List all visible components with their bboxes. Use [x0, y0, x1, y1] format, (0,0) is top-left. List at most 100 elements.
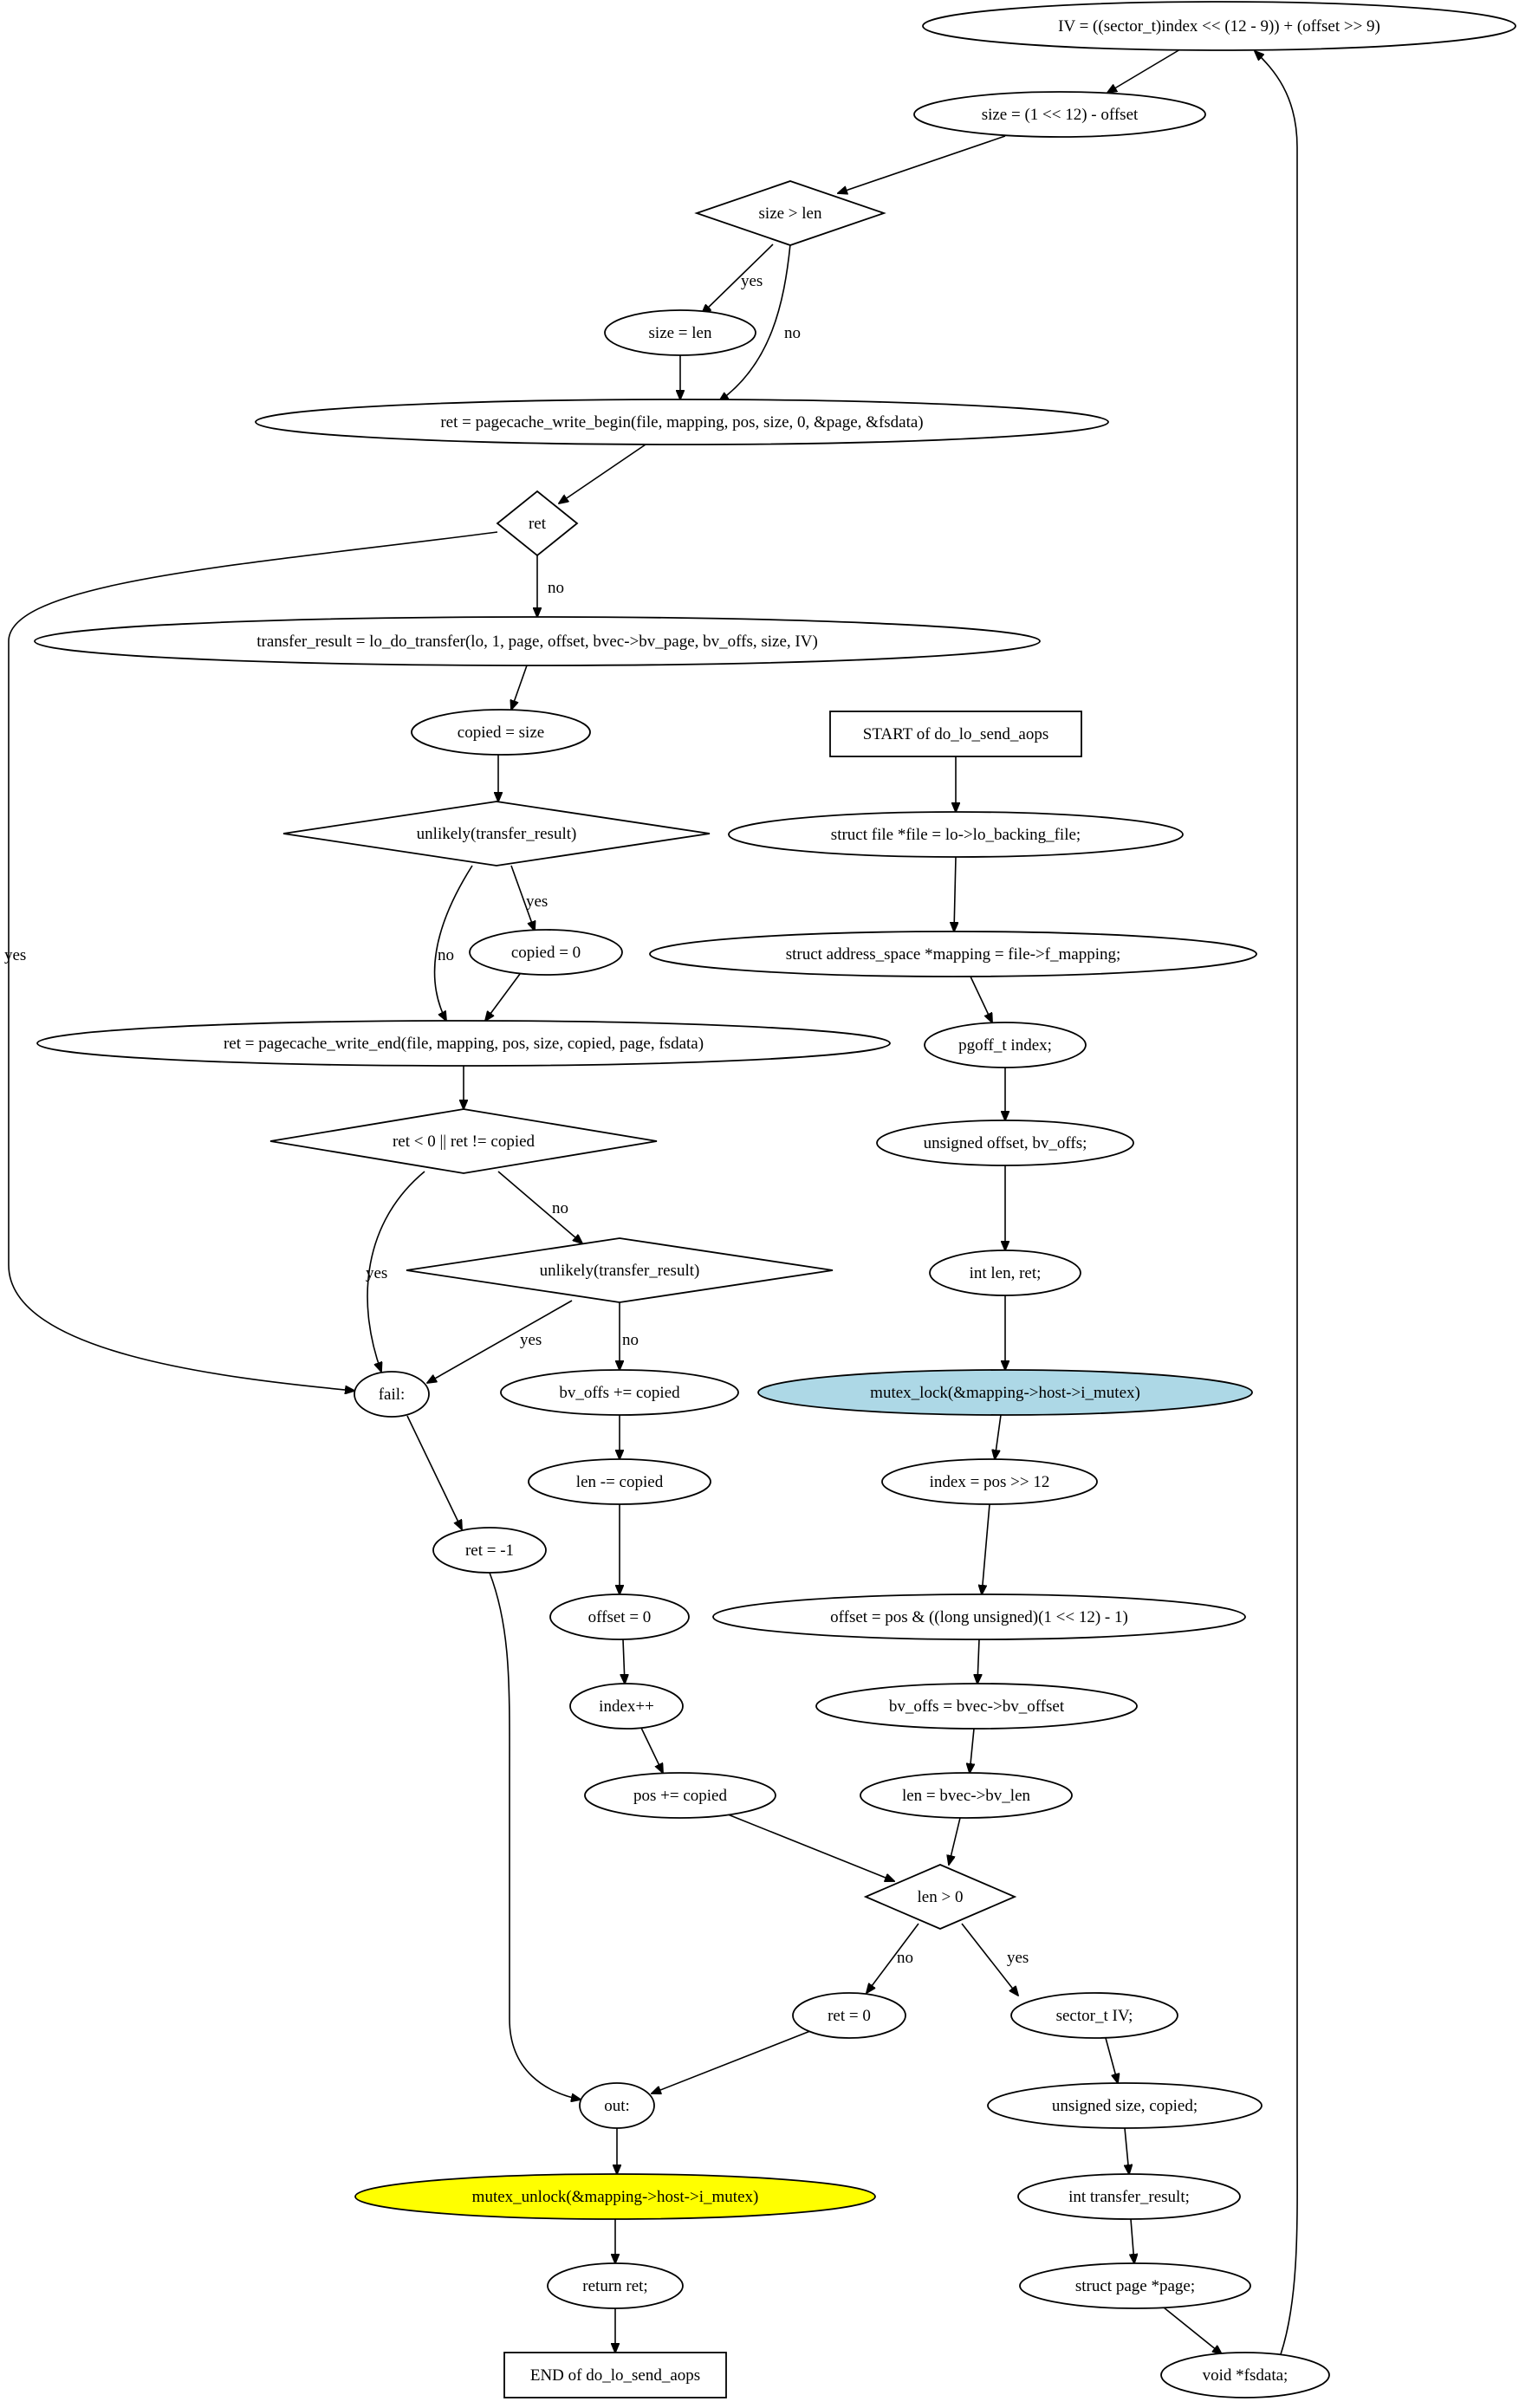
- node-label: struct file *file = lo->lo_backing_file;: [831, 826, 1081, 844]
- edge-label-no: no: [438, 946, 454, 964]
- edge-label-no: no: [548, 579, 564, 597]
- node-label: ret: [529, 515, 547, 533]
- edge-line: [970, 1728, 974, 1773]
- edge-len_gt0-to-decl_iv: yes: [961, 1923, 1029, 1996]
- edge-size_assign-to-size_gt_len: [838, 135, 1006, 193]
- node-label: unlikely(transfer_result): [417, 825, 577, 843]
- edge-line: [1163, 2307, 1222, 2354]
- node-decl-offset: unsigned offset, bv_offs;: [876, 1120, 1134, 1166]
- node-decl-len: int len, ret;: [929, 1249, 1081, 1296]
- edge-line: [1107, 49, 1181, 93]
- node-label: len = bvec->bv_len: [902, 1787, 1031, 1805]
- edge-copied_zero-to-write_end: [485, 973, 521, 1021]
- node-ret-neg1: ret = -1: [432, 1527, 547, 1574]
- node-label: return ret;: [582, 2277, 647, 2295]
- edge-label-yes: yes: [741, 272, 763, 290]
- edge-line: [719, 243, 791, 401]
- edge-line: [652, 2030, 811, 2093]
- edge-line: [949, 1817, 961, 1865]
- ellipse-shape: [432, 1527, 547, 1574]
- edge-line: [489, 1572, 581, 2100]
- edge-label-yes: yes: [1007, 1949, 1029, 1967]
- edge-decl_file-to-decl_mapping: [954, 856, 956, 931]
- node-write-begin: ret = pagecache_write_begin(file, mappin…: [255, 399, 1109, 445]
- edge-line: [8, 531, 498, 1391]
- node-label: pos += copied: [633, 1787, 727, 1805]
- ellipse-shape: [255, 399, 1109, 445]
- node-label: unsigned offset, bv_offs;: [924, 1134, 1087, 1152]
- node-label: bv_offs = bvec->bv_offset: [889, 1697, 1065, 1716]
- ellipse-shape: [987, 2082, 1263, 2129]
- node-bv-offs-inc: bv_offs += copied: [500, 1369, 739, 1416]
- node-decl-iv: sector_t IV;: [1010, 1992, 1178, 2039]
- edge-line: [511, 665, 528, 710]
- ellipse-shape: [500, 1369, 739, 1416]
- nodes-layer: IV = ((sector_t)index << (12 - 9)) + (of…: [34, 1, 1516, 2398]
- node-label: mutex_lock(&mapping->host->i_mutex): [870, 1384, 1140, 1402]
- edge-line: [433, 865, 473, 1021]
- ellipse-shape: [354, 2173, 876, 2220]
- edge-line: [954, 856, 956, 931]
- node-label: ret = pagecache_write_begin(file, mappin…: [440, 413, 923, 432]
- edge-ret_lt0-to-fail: yes: [366, 1171, 425, 1372]
- edge-unlikely1-to-copied_zero: yes: [510, 865, 548, 931]
- node-copied-zero: copied = 0: [469, 929, 623, 976]
- edge-line: [427, 1300, 573, 1383]
- node-label: START of do_lo_send_aops: [863, 725, 1048, 743]
- ellipse-shape: [757, 1369, 1253, 1416]
- edge-iv_assign-to-size_assign: [1107, 49, 1181, 93]
- edge-label-yes: yes: [526, 892, 548, 911]
- ellipse-shape: [584, 1772, 776, 1819]
- edge-label-yes: yes: [520, 1331, 542, 1349]
- edge-line: [995, 1414, 1002, 1459]
- node-label: copied = 0: [511, 944, 581, 962]
- edge-decl_mapping-to-decl_index: [970, 976, 992, 1022]
- ellipse-shape: [1019, 2262, 1251, 2309]
- node-bv-offs-assign: bv_offs = bvec->bv_offset: [815, 1683, 1138, 1730]
- node-label: copied = size: [458, 724, 544, 742]
- edge-ret_zero-to-out: [652, 2030, 811, 2093]
- edge-line: [1255, 51, 1298, 2355]
- ellipse-shape: [922, 1, 1516, 51]
- node-decl-transfer: int transfer_result;: [1017, 2173, 1241, 2220]
- ellipse-shape: [728, 811, 1184, 858]
- node-label: size = (1 << 12) - offset: [982, 106, 1139, 124]
- edge-bv_offs_assign-to-len_assign: [970, 1728, 974, 1773]
- edge-decl_transfer-to-decl_page: [1131, 2218, 1134, 2263]
- node-label: bv_offs += copied: [559, 1384, 680, 1402]
- ellipse-shape: [411, 709, 591, 756]
- ellipse-shape: [815, 1683, 1138, 1730]
- node-label: ret = pagecache_write_end(file, mapping,…: [224, 1035, 704, 1053]
- node-label: transfer_result = lo_do_transfer(lo, 1, …: [256, 633, 818, 651]
- ellipse-shape: [876, 1120, 1134, 1166]
- node-decl-mapping: struct address_space *mapping = file->f_…: [649, 931, 1257, 977]
- node-out: out:: [579, 2082, 655, 2129]
- ellipse-shape: [469, 929, 623, 976]
- node-offset-zero: offset = 0: [549, 1593, 690, 1640]
- node-unlikely2: unlikely(transfer_result): [406, 1237, 834, 1303]
- edge-unlikely2-to-fail: yes: [427, 1300, 573, 1383]
- diamond-shape: [269, 1108, 658, 1174]
- ellipse-shape: [924, 1022, 1087, 1068]
- edge-offset_zero-to-index_inc: [623, 1639, 625, 1684]
- edge-len_assign-to-len_gt0: [949, 1817, 961, 1865]
- node-ret-check: ret: [496, 490, 579, 557]
- edge-label-yes: yes: [4, 946, 26, 964]
- edge-decl_fsdata-to-iv_assign: [1255, 51, 1298, 2355]
- edge-line: [640, 1727, 663, 1773]
- ellipse-shape: [792, 1992, 906, 2039]
- edge-line: [838, 135, 1006, 193]
- node-size-gt-len: size > len: [694, 180, 886, 246]
- edge-line: [1131, 2218, 1134, 2263]
- edge-line: [406, 1415, 462, 1529]
- edge-label-no: no: [552, 1199, 568, 1217]
- edge-line: [970, 976, 992, 1022]
- diamond-shape: [496, 490, 579, 557]
- edge-ret_check-to-transfer: no: [537, 555, 564, 617]
- edge-line: [1125, 2127, 1129, 2174]
- node-label: pgoff_t index;: [958, 1036, 1052, 1055]
- node-label: int len, ret;: [970, 1264, 1042, 1282]
- node-unlikely1: unlikely(transfer_result): [282, 801, 711, 866]
- node-label: mutex_unlock(&mapping->host->i_mutex): [472, 2188, 759, 2206]
- node-end: END of do_lo_send_aops: [503, 2352, 727, 2398]
